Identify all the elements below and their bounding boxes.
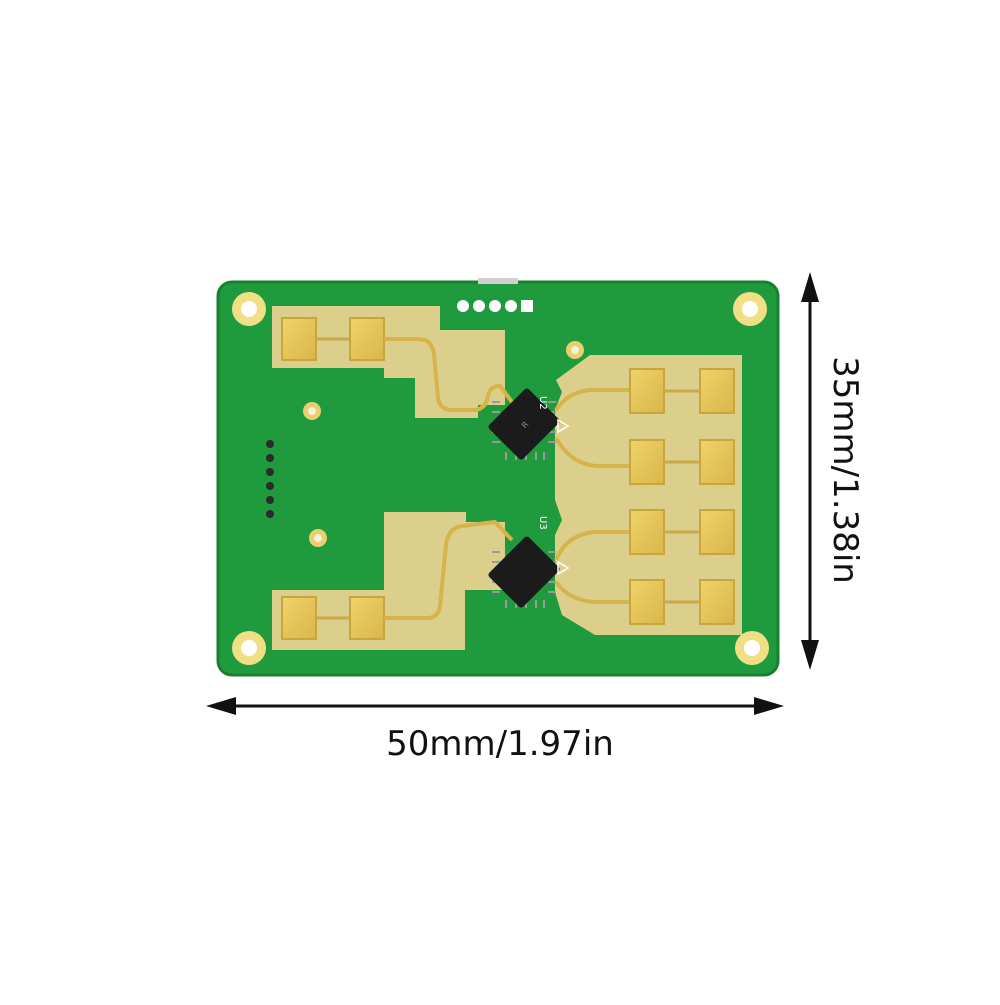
svg-text:R: R xyxy=(520,420,531,431)
width-arrow xyxy=(206,697,784,715)
silkscreen-u2: U2 xyxy=(537,396,548,410)
chip-u2: R xyxy=(488,388,570,460)
patch-antennas-right xyxy=(629,368,735,625)
copper-area-top-left xyxy=(272,306,505,418)
feed-lines xyxy=(384,337,630,620)
mounting-holes xyxy=(232,292,769,665)
copper-area-right xyxy=(555,355,742,635)
height-dimension-label: 35mm/1.38in xyxy=(825,356,865,584)
patch-antennas-left xyxy=(281,317,385,640)
header-pads-left xyxy=(266,440,274,518)
height-arrow xyxy=(801,272,819,670)
silkscreen-u3: U3 xyxy=(537,516,548,530)
width-dimension-label: 50mm/1.97in xyxy=(386,724,614,764)
test-points xyxy=(303,341,584,547)
chip-u3 xyxy=(488,536,570,608)
header-pads-top xyxy=(457,300,533,312)
